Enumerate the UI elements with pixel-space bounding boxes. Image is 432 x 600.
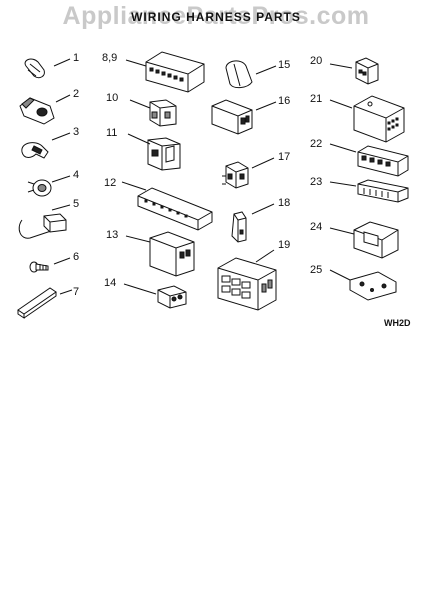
callout-13: 13 [106, 229, 118, 241]
part-13[interactable]: 13 [106, 229, 195, 277]
part-4[interactable]: 4 [27, 169, 79, 197]
callout-5: 5 [73, 198, 79, 210]
callout-11: 11 [106, 127, 117, 139]
callout-24: 24 [310, 221, 322, 233]
callout-14: 14 [104, 277, 116, 289]
part-14[interactable]: 14 [104, 277, 187, 309]
part-6[interactable]: 6 [29, 251, 79, 273]
callout-7: 7 [73, 286, 79, 298]
callout-10: 10 [106, 92, 118, 104]
part-16[interactable]: 16 [211, 95, 290, 135]
watermark: AppliancePartsPros.com [62, 2, 370, 30]
callout-16: 16 [278, 95, 290, 107]
part-5[interactable]: 5 [18, 198, 79, 239]
part-24[interactable]: 24 [310, 221, 399, 259]
callout-23: 23 [310, 176, 322, 188]
diagram-title: WIRING HARNESS PARTS [131, 10, 301, 24]
part-2[interactable]: 2 [19, 88, 79, 125]
callout-21: 21 [310, 93, 322, 105]
part-12[interactable]: 12 [104, 177, 213, 231]
part-21[interactable]: 21 [310, 93, 405, 143]
part-18[interactable]: 18 [231, 197, 290, 243]
part-10[interactable]: 10 [106, 92, 177, 127]
callout-25: 25 [310, 264, 322, 276]
callout-19: 19 [278, 239, 290, 251]
callout-6: 6 [73, 251, 79, 263]
part-19[interactable]: 19 [217, 239, 290, 311]
callout-3: 3 [73, 126, 79, 138]
callout-22: 22 [310, 138, 322, 150]
part-3[interactable]: 3 [21, 126, 79, 159]
callout-12: 12 [104, 177, 116, 189]
part-15[interactable]: 15 [225, 59, 290, 89]
callout-18: 18 [278, 197, 290, 209]
part-1[interactable]: 1 [24, 52, 79, 79]
part-7[interactable]: 7 [17, 286, 79, 319]
callout-17: 17 [278, 151, 290, 163]
callout-1: 1 [73, 52, 79, 64]
part-11[interactable]: 11 [106, 127, 181, 171]
part-23[interactable]: 23 [310, 176, 409, 203]
part-8-9[interactable]: 8,9 [102, 51, 205, 93]
part-25[interactable]: 25 [310, 264, 397, 301]
part-22[interactable]: 22 [310, 138, 409, 177]
figure-code: WH2D [384, 318, 411, 328]
callout-15: 15 [278, 59, 290, 71]
part-17[interactable]: 17 [222, 151, 290, 189]
callout-2: 2 [73, 88, 79, 100]
callout-8-9: 8,9 [102, 52, 117, 64]
callout-20: 20 [310, 55, 322, 67]
callout-4: 4 [73, 169, 79, 181]
part-20[interactable]: 20 [310, 55, 379, 85]
